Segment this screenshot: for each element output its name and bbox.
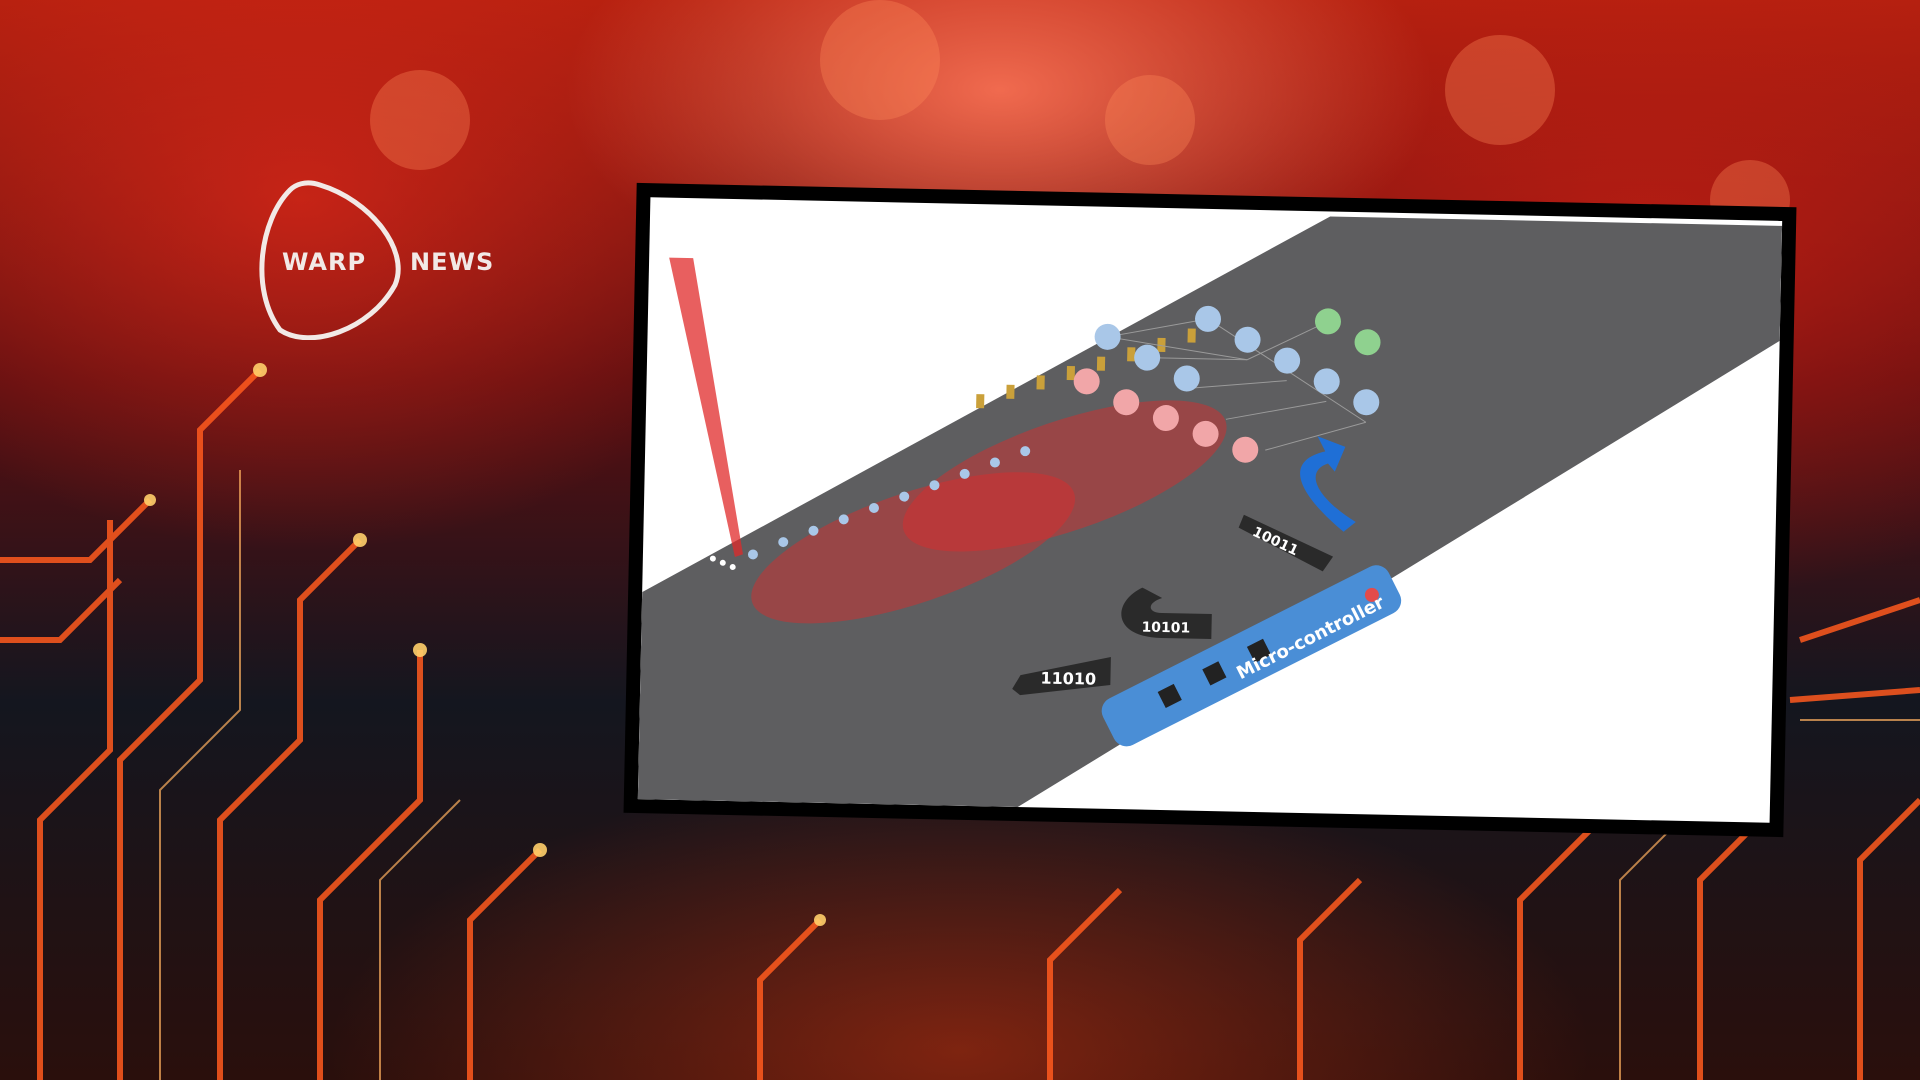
chip-board bbox=[637, 216, 1783, 808]
modulator-row bbox=[976, 328, 1196, 409]
optical-field-1 bbox=[751, 472, 1076, 624]
logo-ring-icon bbox=[259, 180, 401, 340]
laser-beam bbox=[669, 257, 743, 558]
illustration-frame: Micro-controller 11010 10101 10011 bbox=[623, 182, 1797, 838]
binary-loop-arrow: 10101 bbox=[1121, 587, 1212, 640]
warp-news-logo: WARP NEWS bbox=[250, 180, 510, 340]
photonic-chip-illustration: Micro-controller 11010 10101 10011 bbox=[637, 216, 1783, 808]
feedback-arrow-icon bbox=[1300, 436, 1356, 532]
logo-news-text: NEWS bbox=[410, 248, 495, 276]
binary-loop-text: 10101 bbox=[1141, 620, 1190, 637]
continuation-dots bbox=[709, 224, 1278, 571]
binary-input-text: 11010 bbox=[1040, 668, 1096, 688]
illustration-canvas: Micro-controller 11010 10101 10011 bbox=[637, 197, 1783, 823]
waveguide-row bbox=[747, 446, 1031, 560]
optical-field-2 bbox=[902, 400, 1227, 552]
micro-controller-board bbox=[1101, 565, 1402, 747]
logo-warp-text: WARP bbox=[282, 248, 367, 276]
binary-input-arrow: 11010 bbox=[1012, 656, 1111, 696]
nn-nodes bbox=[1073, 305, 1381, 463]
